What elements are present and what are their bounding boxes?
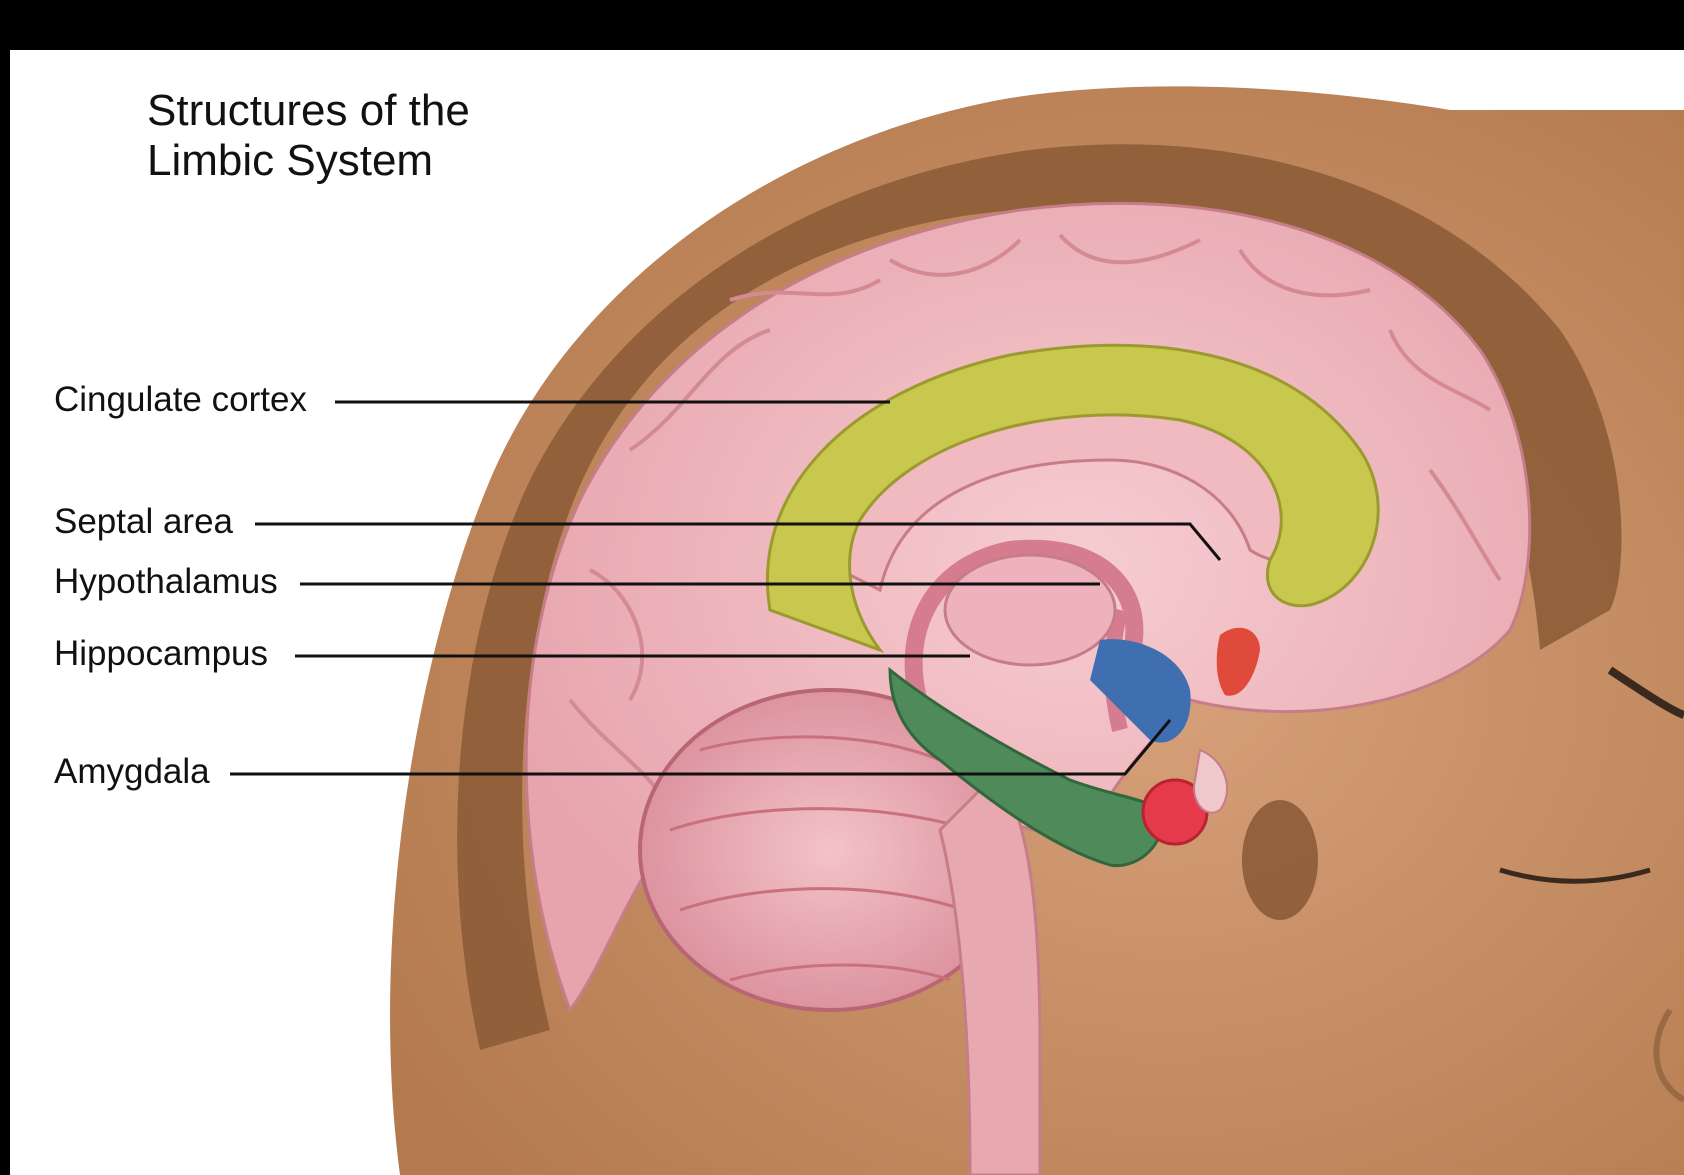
label-cingulate-cortex: Cingulate cortex xyxy=(54,380,307,420)
title-line-2: Limbic System xyxy=(147,136,470,186)
figure-title: Structures of the Limbic System xyxy=(147,86,470,186)
title-line-1: Structures of the xyxy=(147,86,470,136)
thalamus xyxy=(945,555,1115,665)
sinus xyxy=(1242,800,1318,920)
label-hippocampus: Hippocampus xyxy=(54,634,268,674)
label-septal-area: Septal area xyxy=(54,502,233,542)
label-hypothalamus: Hypothalamus xyxy=(54,562,278,602)
diagram-canvas: Structures of the Limbic System Cingulat… xyxy=(10,50,1684,1175)
brain-illustration xyxy=(10,50,1684,1175)
label-amygdala: Amygdala xyxy=(54,752,210,792)
